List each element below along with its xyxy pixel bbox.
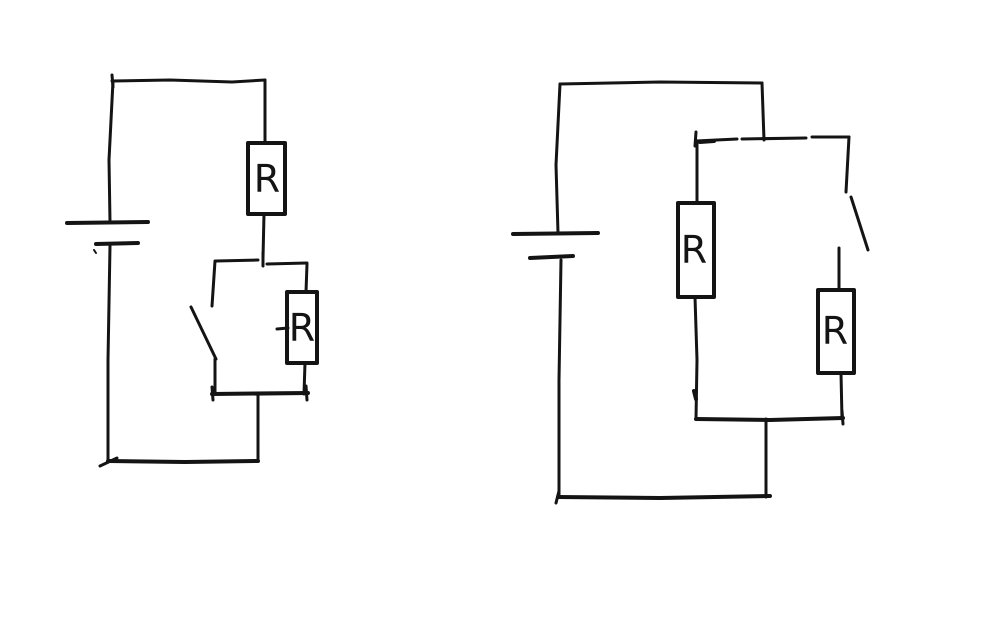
left-circuit-parallel-bottom-rail [210,391,310,396]
left-circuit-top-wire [110,78,267,84]
right-circuit-left-wire-lower [557,258,563,499]
left-circuit-bottom-wire [106,459,260,464]
right-circuit-switch-blade [849,195,870,252]
left-circuit-resistor2-label: R [289,306,315,350]
left-circuit-parallel-top-rail-right [265,261,309,266]
right-circuit-battery-long-plate [511,231,600,236]
left-circuit-resistor2-bottom-lead [302,361,307,396]
right-circuit-switch-top-lead [844,135,851,194]
right-circuit-resistor3-lead-tick [692,389,698,401]
right-circuit-top-wire [558,80,764,86]
left-circuit-parallel-top-rail-left [214,258,260,263]
left-circuit-switch-fixed-lead [210,259,217,308]
left-circuit-resistor1-label: R [254,157,280,201]
right-circuit-bottom-wire [556,494,772,500]
right-circuit-parallel-top-rail-mid [740,136,808,141]
right-circuit-bottom-left-corner-tick [554,489,561,505]
left-circuit-left-wire-upper [107,79,115,224]
left-circuit-resistor1-box [246,141,287,216]
left-circuit-bottom-left-corner-tick [98,456,119,468]
left-circuit-resistor2-side-tick [275,326,290,331]
left-circuit-battery-long-plate [65,220,150,225]
right-circuit-resistor4-box [816,288,856,375]
right-circuit-resistor4-label: R [822,309,848,353]
left-circuit-parallel-bottom-right-tick [304,384,309,402]
right-circuit-feed-wire [760,81,766,142]
right-circuit-parallel-bottom-rail [694,416,845,422]
right-circuit-parallel-top-rail-dash [698,139,716,144]
left-circuit-resistor2-top-lead [304,262,309,294]
right-circuit-parallel-top-left-tick [693,130,698,148]
left-circuit-left-wire-lower [106,244,112,462]
right-circuit-left-wire-upper [554,82,562,235]
left-circuit-parallel-bottom-left-tick [210,385,215,402]
right-circuit-resistor3-label: R [681,228,707,272]
left-circuit-switch-blade [189,305,218,361]
right-circuit-resistor3-box [676,201,716,299]
left-circuit-resistor2-box [285,290,319,365]
left-circuit-resistor1-bottom-lead [261,212,266,260]
right-circuit-battery-short-plate [528,254,575,260]
left-circuit-battery-speck [93,249,97,254]
right-circuit: RR [511,80,870,505]
left-circuit-battery-short-plate [94,241,140,246]
right-circuit-parallel-bottom-right-tick [840,409,845,426]
left-circuit: RR [65,73,319,468]
